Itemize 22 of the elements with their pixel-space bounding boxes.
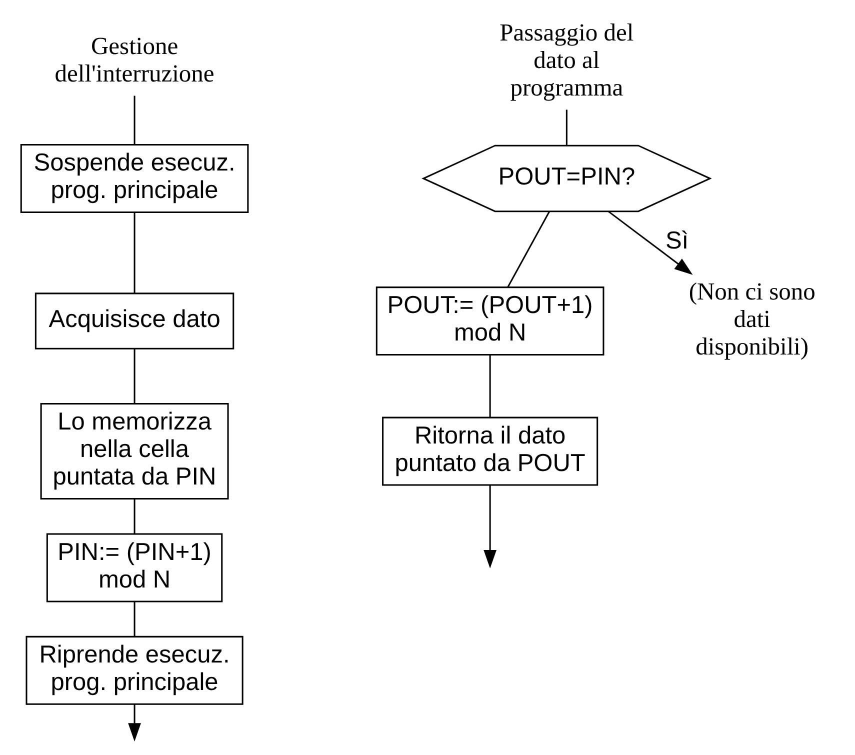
connector xyxy=(133,212,135,294)
node-text: Gestione dell'interruzione xyxy=(54,33,214,88)
connector xyxy=(133,348,135,404)
node-box: Lo memorizza nella cella puntata da PIN xyxy=(40,403,228,500)
connector xyxy=(488,355,490,418)
connector xyxy=(133,602,135,637)
node-box: Riprende esecuz. prog. principale xyxy=(25,636,243,705)
connector xyxy=(133,96,135,145)
connector xyxy=(565,110,567,146)
edge-label: Sì xyxy=(664,228,688,255)
node-box: Acquisisce dato xyxy=(34,292,234,350)
node-box: PIN:= (PIN+1) mod N xyxy=(46,533,222,602)
node-text: (Non ci sono dati disponibili) xyxy=(688,278,815,360)
node-box: Sospende esecuz. prog. principale xyxy=(20,144,248,213)
connector xyxy=(506,211,550,288)
arrow xyxy=(607,210,692,275)
arrow xyxy=(483,485,496,568)
node-box: POUT:= (POUT+1) mod N xyxy=(375,286,604,356)
arrow xyxy=(128,704,140,742)
connector xyxy=(133,498,135,534)
node-text: Passaggio del dato al programma xyxy=(499,19,634,102)
node-box: Ritorna il dato puntato da POUT xyxy=(382,416,598,486)
